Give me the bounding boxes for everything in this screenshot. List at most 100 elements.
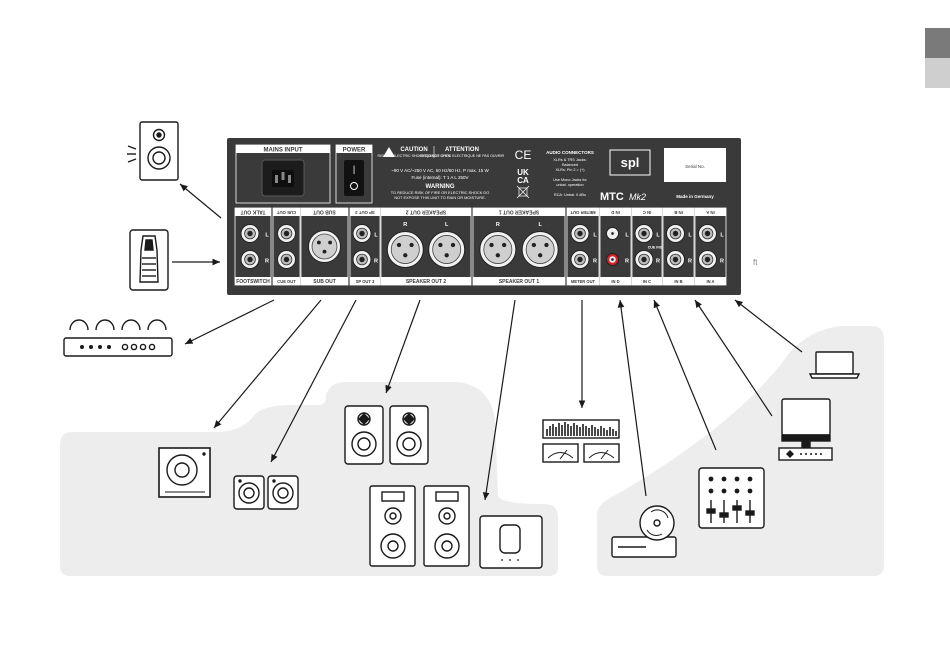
caution-title: CAUTION	[400, 147, 427, 153]
fuse-line: Fuse (internal): T 1 A L 250V	[412, 175, 469, 180]
laptop-icon	[808, 351, 861, 379]
talk-out-jack-l[interactable]	[240, 224, 260, 243]
arrow-in-b	[694, 299, 773, 417]
arrow-cue-out	[184, 299, 275, 345]
channel-label: R	[374, 259, 378, 265]
arrow-in-a	[734, 299, 803, 353]
channel-label: L	[445, 222, 449, 228]
made-in: Made in Germany	[676, 194, 714, 199]
ukca-mark-top: UK	[517, 168, 529, 177]
stray-text: ft	[753, 258, 758, 267]
sp-out-3-jack-l[interactable]	[352, 224, 372, 243]
power-switch[interactable]	[344, 160, 364, 196]
power-label: POWER	[343, 148, 366, 154]
page-tab-light	[925, 58, 950, 88]
in-c-jack-l[interactable]	[634, 224, 654, 243]
serial-label: Serial No.	[685, 164, 705, 169]
caution-sub: RISK OF ELECTRIC SHOCK DO NOT OPEN	[377, 154, 450, 158]
small-sub-icon	[479, 515, 543, 569]
port-label-bottom: SPEAKER OUT 2	[406, 279, 447, 285]
arrow-sub-out	[213, 299, 322, 429]
meter-out-jack-r[interactable]	[570, 250, 590, 269]
port-label-bottom: SUB OUT	[313, 279, 336, 285]
port-label-top: IN A	[706, 210, 714, 215]
monitor-pair-icon	[344, 405, 429, 465]
serial-plate	[664, 148, 726, 182]
cue-out-jack-r[interactable]	[277, 250, 296, 269]
in-a-jack-l[interactable]	[698, 224, 717, 243]
port-label-top: SP OUT 3	[355, 210, 375, 215]
channel-label: L	[265, 233, 269, 239]
port-label-bottom: IN A	[706, 279, 714, 284]
audio-connectors-line: RCA: Unbal. 0 dBu	[554, 193, 586, 197]
large-speakers-icon	[369, 485, 470, 567]
ukca-mark-bottom: CA	[517, 176, 529, 185]
channel-label: R	[656, 259, 660, 265]
arrow-speaker-out-1	[482, 299, 516, 501]
cue-ins-label: CUE INS	[648, 246, 663, 250]
mixer-icon	[698, 467, 765, 529]
svg-text:|: |	[353, 164, 355, 174]
warning-title: WARNING	[426, 184, 455, 190]
port-label-top: IN B	[674, 210, 683, 215]
sub-out-xlr[interactable]	[308, 230, 341, 263]
model-suffix: Mk2	[629, 192, 646, 202]
audio-connectors-line: Use Mono Jacks for	[553, 178, 587, 182]
in-b-jack-r[interactable]	[666, 250, 685, 269]
in-c-jack-r[interactable]	[634, 250, 654, 269]
channel-label: L	[374, 233, 378, 239]
rear-panel: MAINS INPUT POWER | CAUTION RISK OF ELEC…	[227, 138, 741, 295]
port-label-top: SUB OUT	[313, 209, 336, 215]
audio-connectors-line: XLRs & TRS Jacks:	[553, 158, 586, 162]
arrow-talk-out	[179, 183, 222, 219]
warning-text-2: NOT EXPOSE THIS UNIT TO RAIN OR MOISTURE…	[394, 195, 486, 200]
arrow-speaker-out-2	[385, 299, 421, 394]
port-label-top: SPEAKER OUT 1	[499, 209, 540, 215]
port-label-bottom: FOOTSWITCH	[236, 279, 270, 285]
port-label-bottom: IN C	[643, 279, 651, 284]
speaker-out-2-xlr-r[interactable]	[386, 231, 424, 268]
brand-text: spl	[621, 155, 640, 170]
port-label-top: IN D	[611, 210, 620, 215]
speaker-out-1-xlr-r[interactable]	[479, 231, 517, 268]
channel-label: L	[625, 233, 629, 239]
audio-connectors-line: Balanced	[562, 163, 578, 167]
attention-sub: RISQUE DE CHOC ELECTRIQUE NE PAS OUVRIR	[420, 154, 505, 158]
port-label-bottom: METER OUT	[571, 279, 596, 284]
footswitch-icon	[129, 229, 169, 291]
in-a-jack-r[interactable]	[698, 250, 717, 269]
model-name: MTC	[600, 191, 624, 203]
voltage-line: ~90 V AC/~250 V AC, 50 Hz/60 Hz, P max. …	[391, 168, 489, 173]
channel-label: R	[625, 259, 629, 265]
port-label-bottom: SP OUT 3	[356, 279, 375, 284]
channel-label: L	[720, 233, 724, 239]
attention-title: ATTENTION	[445, 147, 479, 153]
in-d-rca-r[interactable]	[606, 253, 619, 266]
channel-label: R	[403, 222, 407, 228]
talk-out-jack-r[interactable]	[240, 250, 260, 269]
in-d-rca-l[interactable]	[606, 227, 619, 240]
port-label-bottom: SPEAKER OUT 1	[499, 279, 540, 285]
cd-player-icon	[611, 505, 677, 558]
channel-label: L	[688, 233, 692, 239]
headphone-amp-icon	[63, 319, 173, 357]
sp-out-3-jack-r[interactable]	[352, 250, 372, 269]
meter-out-jack-l[interactable]	[570, 224, 590, 243]
cue-out-jack-l[interactable]	[277, 224, 296, 243]
port-label-top: TALK OUT	[241, 209, 266, 215]
small-monitors-icon	[233, 475, 299, 510]
channel-label: R	[593, 259, 597, 265]
in-b-jack-l[interactable]	[666, 224, 685, 243]
arrow-sp-out-3	[270, 299, 357, 463]
speaker-out-2-xlr-l[interactable]	[428, 231, 466, 268]
ce-mark: CE	[515, 148, 532, 162]
speaker-out-1-xlr-l[interactable]	[521, 231, 559, 268]
channel-label: R	[688, 259, 692, 265]
connection-arrows	[172, 183, 803, 501]
port-label-top: CUE OUT	[276, 210, 296, 215]
channel-label: L	[593, 233, 597, 239]
port-label-bottom: IN D	[611, 279, 619, 284]
channel-label: R	[720, 259, 724, 265]
